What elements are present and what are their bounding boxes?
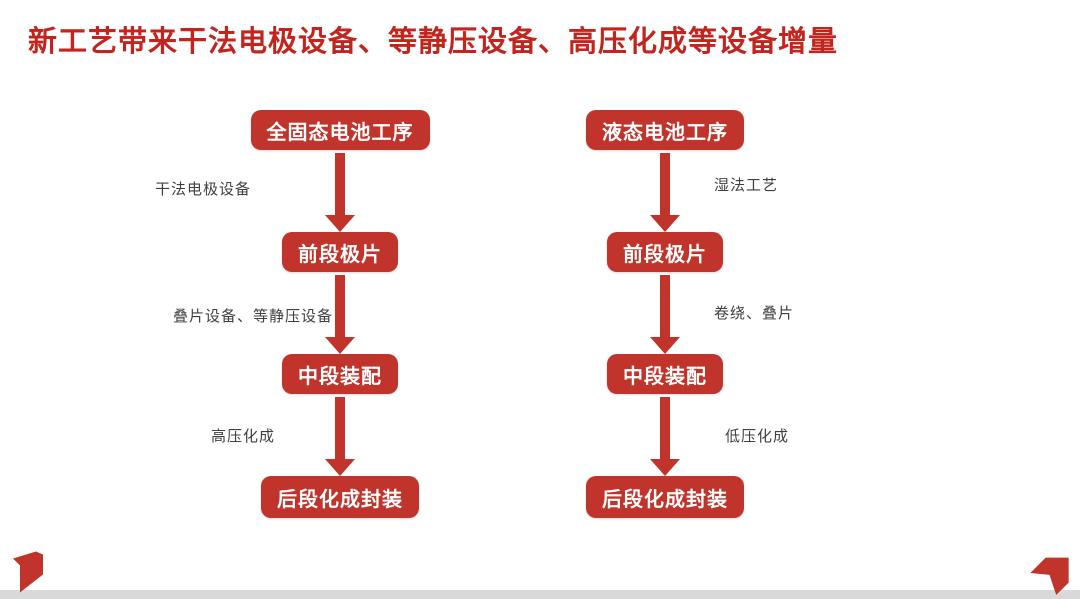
down-arrow-icon — [650, 272, 680, 354]
down-arrow-icon — [325, 394, 355, 476]
arrow-label: 叠片设备、等静压设备 — [173, 308, 334, 325]
arrow-label: 卷绕、叠片 — [714, 305, 795, 322]
flow-step-box: 前段极片 — [282, 232, 398, 272]
slide-title: 新工艺带来干法电极设备、等静压设备、高压化成等设备增量 — [28, 26, 839, 58]
flow-step-box: 全固态电池工序 — [250, 110, 430, 150]
arrow-label: 干法电极设备 — [155, 181, 252, 198]
down-arrow-icon — [325, 272, 355, 354]
brand-flag-icon — [13, 551, 43, 593]
flow-step-box: 液态电池工序 — [586, 110, 744, 150]
brand-flag-icon — [1030, 557, 1069, 596]
flow-step-box: 后段化成封装 — [261, 476, 419, 518]
flow-step-box: 中段装配 — [282, 354, 398, 394]
flow-liquid: 液态电池工序 前段极片 中段装配 后段化成封装 — [565, 110, 765, 518]
down-arrow-icon — [650, 394, 680, 476]
arrow-label: 低压化成 — [725, 428, 790, 445]
flow-solid-state: 全固态电池工序 前段极片 中段装配 后段化成封装 — [240, 110, 440, 518]
down-arrow-icon — [650, 150, 680, 232]
flow-step-box: 前段极片 — [607, 232, 723, 272]
flow-step-box: 中段装配 — [607, 354, 723, 394]
flow-step-box: 后段化成封装 — [586, 476, 744, 518]
arrow-label: 湿法工艺 — [714, 177, 779, 194]
down-arrow-icon — [325, 150, 355, 232]
arrow-label: 高压化成 — [211, 428, 276, 445]
footer-divider — [0, 590, 1080, 599]
